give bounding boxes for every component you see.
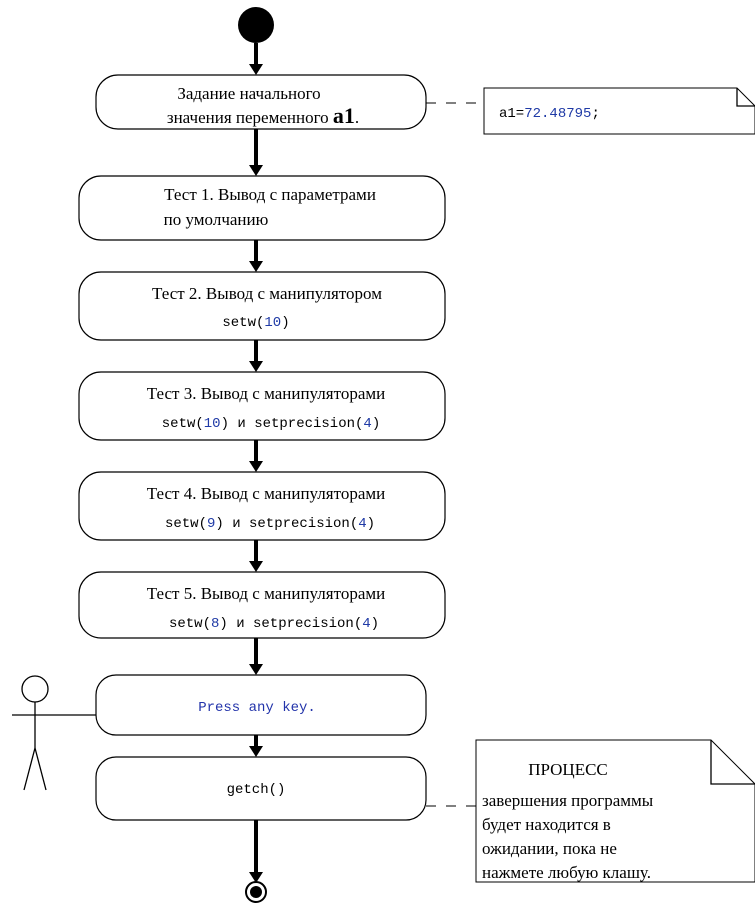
node-test3: Тест 3. Вывод с манипуляторами setw(10) …	[78, 371, 446, 441]
note-process-line1: завершения программы	[482, 791, 654, 810]
test2-line1: Тест 2. Вывод с манипулятором	[152, 284, 382, 303]
test1-line1: Тест 1. Вывод с параметрами	[164, 185, 376, 204]
node-test1: Тест 1. Вывод с параметрами по умолчанию	[78, 175, 446, 241]
note-process-line2: будет находится в	[482, 815, 611, 834]
getch-text: getch()	[227, 782, 286, 798]
note-process-line4: нажмете любую клашу.	[482, 863, 651, 882]
note-a1: a1=72.48795;	[426, 87, 755, 135]
note-process: ПРОЦЕСС завершения программы будет наход…	[426, 739, 755, 883]
test5-line2: setw(8) и setprecision(4)	[169, 616, 379, 632]
test4-line2: setw(9) и setprecision(4)	[165, 516, 375, 532]
note-a1-text: a1=72.48795;	[499, 106, 600, 122]
init-line2: значения переменного a1.	[167, 103, 359, 128]
user-actor-icon	[12, 675, 96, 791]
test3-line1: Тест 3. Вывод с манипуляторами	[147, 384, 385, 403]
node-test2: Тест 2. Вывод с манипулятором setw(10)	[78, 271, 446, 341]
test1-line2: по умолчанию	[164, 210, 269, 229]
init-line1: Задание начального	[177, 84, 320, 103]
test3-line2: setw(10) и setprecision(4)	[162, 416, 380, 432]
test5-line1: Тест 5. Вывод с манипуляторами	[147, 584, 385, 603]
press-any-key-text: Press any key.	[198, 700, 316, 716]
start-node	[238, 7, 274, 43]
node-init: Задание начального значения переменного …	[95, 74, 427, 130]
test4-line1: Тест 4. Вывод с манипуляторами	[147, 484, 385, 503]
note-process-line3: ожидании, пока не	[482, 839, 617, 858]
flow-connectors	[249, 43, 263, 883]
test2-line2: setw(10)	[222, 315, 289, 331]
node-press-any-key: Press any key.	[95, 674, 427, 736]
node-test4: Тест 4. Вывод с манипуляторами setw(9) и…	[78, 471, 446, 541]
node-test5: Тест 5. Вывод с манипуляторами setw(8) и…	[78, 571, 446, 639]
end-node	[245, 881, 267, 903]
node-getch: getch()	[95, 756, 427, 821]
note-process-title: ПРОЦЕСС	[528, 760, 608, 779]
